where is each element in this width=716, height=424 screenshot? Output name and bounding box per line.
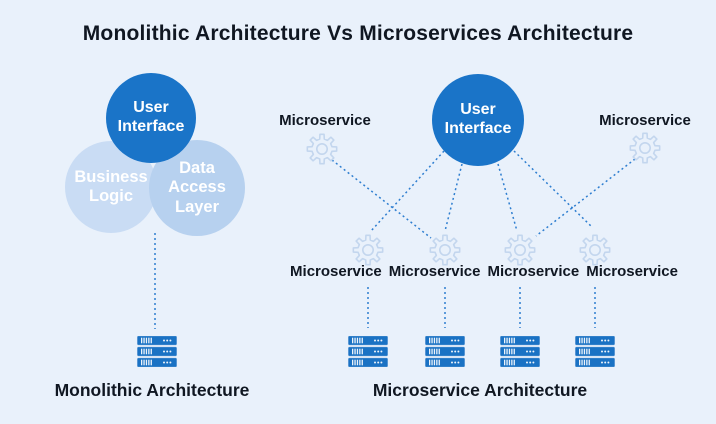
gear-icon — [579, 234, 611, 266]
microservice-label-top-right: Microservice — [599, 112, 691, 129]
user-interface-label: User Interface — [444, 101, 512, 137]
server-icon — [575, 336, 615, 367]
dotted-connector — [444, 163, 463, 232]
gear-icon — [629, 132, 661, 164]
microservice-label: Microservice — [290, 263, 382, 280]
dotted-connector — [331, 159, 432, 239]
microservice-caption: Microservice Architecture — [372, 380, 588, 400]
gear-icon — [352, 234, 384, 266]
server-icon — [500, 336, 540, 367]
microservice-label: Microservice — [586, 263, 678, 280]
microservice-label-row: Microservice Microservice Microservice M… — [284, 263, 684, 280]
server-icon — [348, 336, 388, 367]
dotted-connector — [513, 150, 593, 228]
server-icon — [425, 336, 465, 367]
user-interface-circle-micro: User Interface — [432, 74, 524, 166]
microservice-label: Microservice — [388, 263, 481, 280]
dotted-connector — [497, 163, 518, 232]
microservice-label-top-left: Microservice — [279, 112, 371, 129]
dotted-connector — [535, 158, 636, 237]
dotted-connector — [370, 150, 445, 232]
gear-icon — [429, 234, 461, 266]
business-logic-label: Business Logic — [74, 167, 148, 205]
server-icon — [137, 336, 177, 367]
gear-icon — [306, 133, 338, 165]
diagram-title: Monolithic Architecture Vs Microservices… — [82, 22, 634, 45]
user-interface-label: User Interface — [117, 99, 185, 135]
microservice-label: Microservice — [487, 263, 580, 280]
gear-icon — [504, 234, 536, 266]
business-logic-circle: Business Logic — [65, 141, 157, 233]
monolith-caption: Monolithic Architecture — [54, 380, 250, 400]
data-access-layer-label: Data Access Layer — [168, 158, 226, 216]
user-interface-circle-monolith: User Interface — [106, 73, 196, 163]
